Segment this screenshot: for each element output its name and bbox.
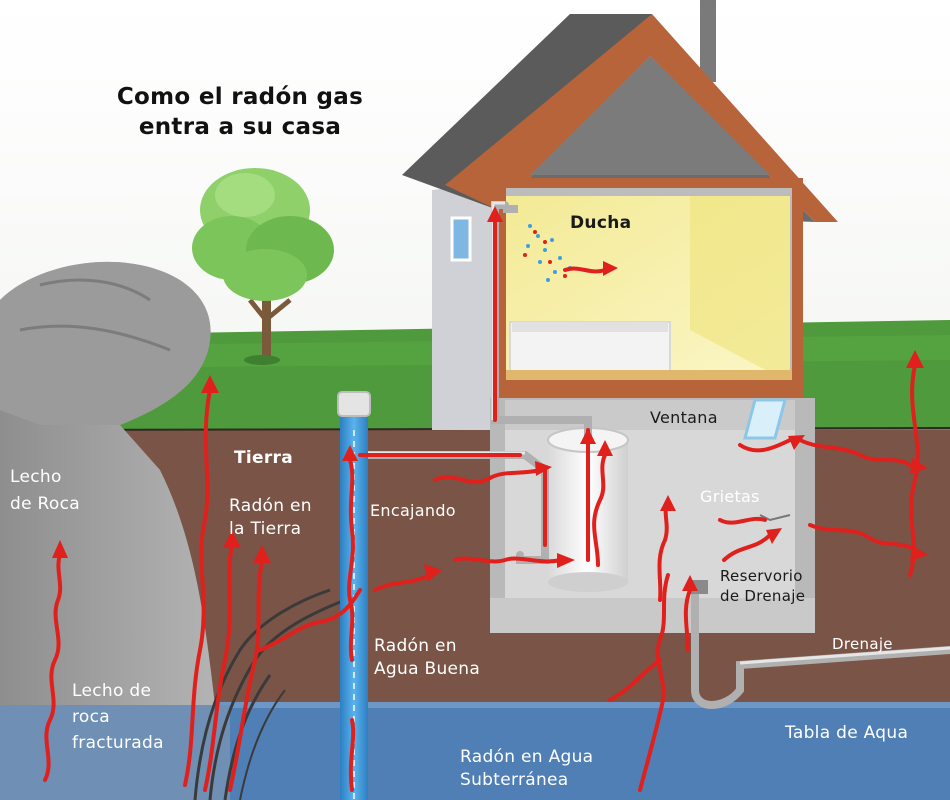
label-agua-buena-line-2: Agua Buena [374,659,481,679]
label-lecho-de-roca-line-1: Lecho [10,467,62,487]
label-fracturada-line-1: Lecho de [72,681,152,701]
label-lecho-de-roca-line-2: de Roca [10,494,80,514]
label-fracturada-line-3: fracturada [72,733,164,753]
label-tierra: Tierra [234,448,293,468]
diagram-title: Como el radón gas entra a su casa [100,82,380,142]
label-radon-en-la-tierra-line-1: Radón en [229,496,312,516]
label-grietas: Grietas [700,487,760,506]
label-reservorio-line-1: Reservorio [720,567,803,585]
label-subterranea-line-2: Subterránea [460,770,569,790]
label-agua-buena-line-1: Radón en [374,636,457,656]
house [402,0,838,633]
title-line-1: Como el radón gas [116,84,364,110]
label-subterranea-line-1: Radón en Agua [460,747,594,767]
label-radon-en-la-tierra: Radón en la Tierra [229,495,312,541]
label-lecho-de-roca: Lecho de Roca [10,466,80,516]
label-ventana: Ventana [650,408,718,427]
title-line-2: entra a su casa [138,114,342,140]
label-reservorio-line-2: de Drenaje [720,587,806,605]
label-encajando: Encajando [370,501,456,520]
label-ducha: Ducha [570,213,632,233]
label-drenaje: Drenaje [832,635,893,653]
tree [192,168,334,365]
label-tabla-de-agua: Tabla de Aqua [785,723,909,743]
label-reservorio-de-drenaje: Reservorio de Drenaje [720,566,805,606]
label-radon-en-la-tierra-line-2: la Tierra [229,519,302,539]
shower-spray [503,205,572,282]
radon-arrowheads [52,206,928,591]
label-radon-en-agua-subterranea: Radón en Agua Subterránea [460,746,593,792]
label-lecho-de-roca-fracturada: Lecho de roca fracturada [72,680,164,755]
label-radon-en-agua-buena: Radón en Agua Buena [374,635,480,681]
label-fracturada-line-2: roca [72,707,110,727]
